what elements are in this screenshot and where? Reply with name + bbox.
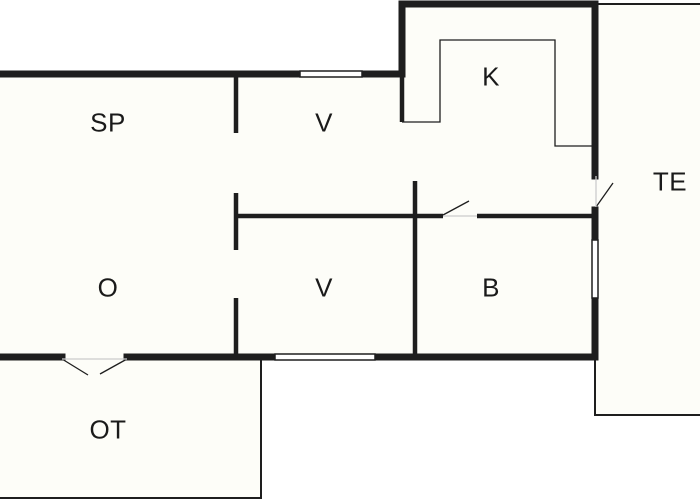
doors [61,176,614,376]
door-outdoor-right [99,358,128,375]
door-bath [442,200,470,216]
window-bottom [274,353,376,361]
interior-walls [233,74,595,357]
room-label-v-upper: V [315,107,333,138]
room-label-ot: OT [89,414,127,445]
room-label-sp: SP [90,107,126,138]
window-bath [591,239,599,299]
outdoor-terrace-floor [0,357,261,498]
windows [274,70,599,361]
door-outdoor-left [61,358,89,376]
terrace-floor [596,4,700,415]
room-label-v-lower: V [315,272,333,303]
room-label-o: O [97,272,119,303]
terrace-outlines [0,3,700,499]
door-terrace [595,182,614,208]
room-label-b: B [482,272,500,303]
room-label-k: K [482,61,500,92]
walls [0,0,599,361]
kitchen-counter [402,39,596,147]
room-label-te: TE [652,166,688,197]
window-top [299,70,363,78]
